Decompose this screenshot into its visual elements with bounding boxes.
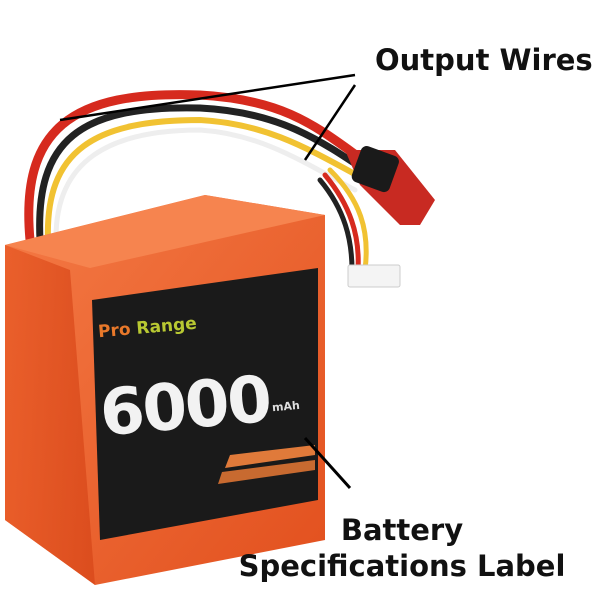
xt-connector xyxy=(345,146,435,225)
callout-line-wires-2 xyxy=(303,84,357,161)
output-wires-annotation: Output Wires xyxy=(375,43,593,77)
callout-line-label xyxy=(303,436,352,490)
output-wires xyxy=(24,90,378,273)
battery-label-annotation: Battery Specifications Label xyxy=(238,513,566,583)
balance-connector xyxy=(347,264,401,288)
callout-line-wires-1 xyxy=(59,73,356,122)
